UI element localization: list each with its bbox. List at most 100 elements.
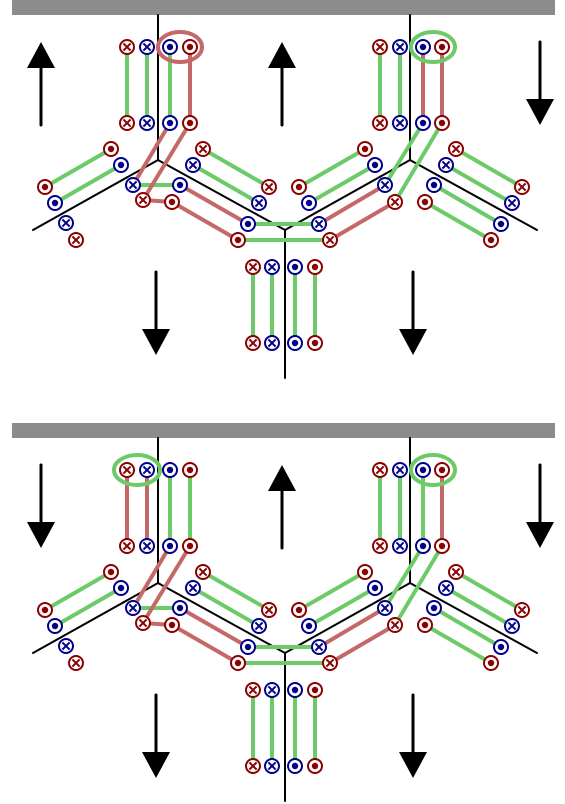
cross-symbol [322, 232, 338, 248]
link [383, 544, 425, 610]
link [432, 606, 503, 649]
link [178, 183, 250, 226]
dot-symbol [37, 179, 53, 195]
link [201, 570, 271, 612]
spin-symbols [37, 462, 530, 774]
arrow-down-icon [399, 693, 427, 778]
dot-symbol [426, 177, 442, 193]
cross-symbol [135, 192, 151, 208]
dot-symbol [434, 538, 450, 554]
highlight-green-ring [409, 30, 457, 64]
cross-symbol [311, 639, 327, 655]
link [131, 544, 172, 610]
link [328, 200, 397, 242]
dot-symbol [240, 639, 256, 655]
lattice-skeleton [32, 437, 538, 802]
cross-symbol [261, 602, 277, 618]
arrow-down-icon [526, 463, 554, 548]
dot-symbol [47, 618, 63, 634]
cross-symbol [387, 617, 403, 633]
cross-symbol [448, 141, 464, 157]
arrow-up-icon [268, 465, 296, 550]
link [307, 163, 377, 205]
arrows [27, 40, 554, 355]
cross-symbol [139, 462, 155, 478]
link [297, 570, 367, 612]
cross-symbol [135, 615, 151, 631]
arrow-up-icon [27, 42, 55, 127]
highlight-red-ring [156, 30, 204, 64]
dot-symbol [367, 580, 383, 596]
cross-symbol [58, 638, 74, 654]
dot-symbol [182, 462, 198, 478]
arrow-down-icon [27, 463, 55, 548]
arrows [27, 463, 554, 778]
dot-symbol [307, 335, 323, 351]
top-bar [12, 0, 555, 15]
cross-symbol [195, 141, 211, 157]
link [444, 163, 514, 205]
arrow-down-icon [526, 40, 554, 125]
cross-symbol [119, 39, 135, 55]
dot-symbol [367, 157, 383, 173]
arrow-down-icon [399, 270, 427, 355]
cross-symbol [139, 538, 155, 554]
dot-symbol [415, 538, 431, 554]
cross-symbol [119, 462, 135, 478]
dot-symbol [37, 602, 53, 618]
link [170, 200, 240, 242]
dot-symbol [307, 259, 323, 275]
dot-symbol [164, 617, 180, 633]
link [131, 121, 172, 187]
dot-symbol [162, 538, 178, 554]
arrow-down-icon [142, 693, 170, 778]
link [393, 121, 444, 204]
dot-symbol [182, 115, 198, 131]
dot-symbol [493, 216, 509, 232]
dot-symbol [182, 39, 198, 55]
cross-symbol [245, 335, 261, 351]
cross-symbol [392, 39, 408, 55]
arrow-up-icon [268, 42, 296, 127]
dot-symbol [357, 564, 373, 580]
dot-symbol [307, 682, 323, 698]
cross-symbol [139, 39, 155, 55]
cross-symbol [68, 232, 84, 248]
link [297, 147, 367, 189]
dot-symbol [113, 580, 129, 596]
dot-symbol [182, 538, 198, 554]
link [170, 623, 240, 665]
dot-symbol [426, 600, 442, 616]
cross-symbol [245, 259, 261, 275]
link [43, 147, 113, 189]
cross-symbol [261, 179, 277, 195]
link [454, 570, 524, 612]
dot-symbol [113, 157, 129, 173]
link [191, 163, 261, 205]
dot-symbol [103, 564, 119, 580]
cross-symbol [372, 462, 388, 478]
cross-symbol [322, 655, 338, 671]
dot-symbol [172, 177, 188, 193]
cross-symbol [68, 655, 84, 671]
link [423, 623, 493, 665]
panel-bottom [12, 423, 555, 802]
dot-symbol [240, 216, 256, 232]
cross-symbol [438, 157, 454, 173]
cross-symbol [504, 195, 520, 211]
dot-symbol [434, 39, 450, 55]
lattice-skeleton [32, 14, 538, 379]
cross-symbol [185, 157, 201, 173]
cross-symbol [125, 177, 141, 193]
dot-symbol [415, 39, 431, 55]
cross-symbol [392, 115, 408, 131]
dot-symbol [291, 602, 307, 618]
dot-symbol [230, 232, 246, 248]
link [444, 586, 514, 628]
dot-symbol [307, 758, 323, 774]
cross-symbol [514, 179, 530, 195]
cross-symbol [264, 259, 280, 275]
cross-symbol [185, 580, 201, 596]
